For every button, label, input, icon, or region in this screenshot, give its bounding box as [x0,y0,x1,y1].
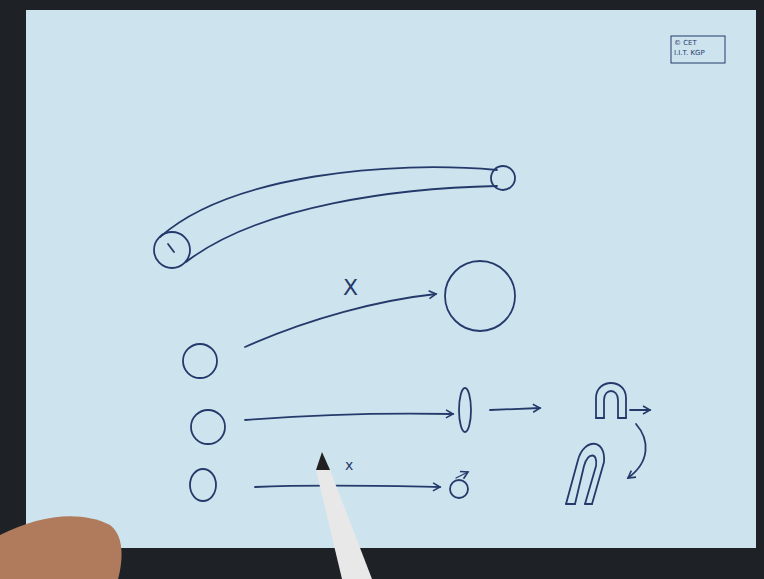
institute-stamp: I.I.T. KGP [674,50,705,58]
copyright-stamp: © CET [674,40,697,48]
cross-mark: X [343,277,358,299]
paper-sheet [26,10,756,548]
cross-mark: x [345,458,353,472]
